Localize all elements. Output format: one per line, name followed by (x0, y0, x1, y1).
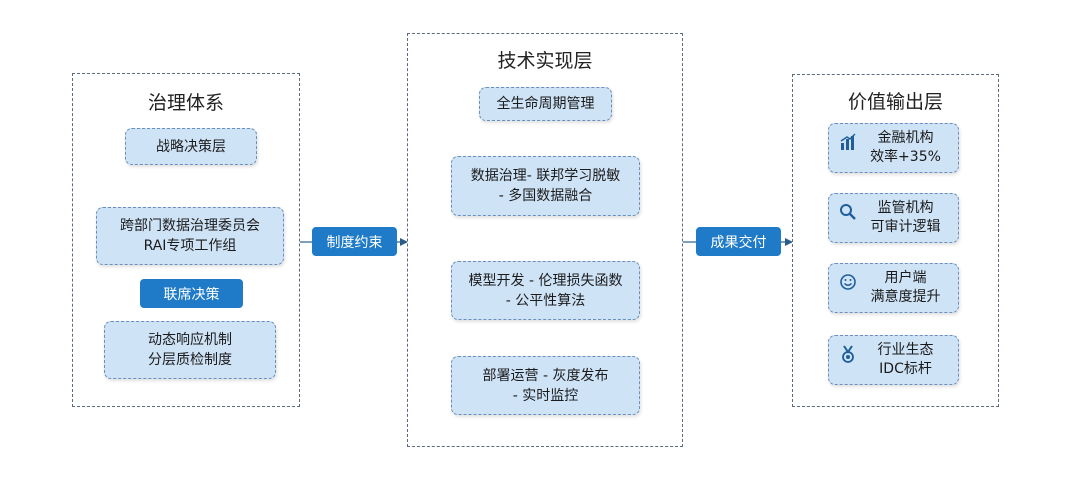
committee-box: 跨部门数据治理委员会 RAI专项工作组 (96, 207, 284, 265)
value-item-line2: IDC标杆 (879, 361, 932, 377)
value-item-line2: 效率+35% (870, 149, 941, 165)
institutional-constraint-label: 制度约束 (326, 234, 383, 251)
model-line2: - 公平性算法 (505, 292, 586, 309)
medal-icon (842, 345, 854, 363)
value-item-line1: 用户端 (884, 270, 927, 286)
response-box: 动态响应机制 分层质检制度 (104, 321, 276, 379)
joint-decision-tag: 联席决策 (140, 279, 243, 308)
data-line2: - 多国数据融合 (498, 188, 593, 204)
committee-line1: 跨部门数据治理委员会 (120, 218, 260, 234)
bar-chart-icon (840, 133, 856, 150)
value-item-regulator: 监管机构 可审计逻辑 (828, 193, 959, 243)
data-governance-box: 数据治理- 联邦学习脱敏 - 多国数据融合 (451, 156, 640, 216)
deploy-line1: 部署运营 - 灰度发布 (482, 367, 609, 384)
joint-decision-label: 联席决策 (163, 286, 220, 303)
delivery-label: 成果交付 (710, 234, 767, 251)
lifecycle-box: 全生命周期管理 (479, 87, 612, 121)
governance-title: 治理体系 (147, 92, 224, 114)
strategy-label: 战略决策层 (156, 138, 226, 155)
value-item-line1: 行业生态 (877, 342, 934, 358)
response-line1: 动态响应机制 (148, 332, 232, 348)
deploy-box: 部署运营 - 灰度发布 - 实时监控 (451, 356, 640, 415)
data-line1: 数据治理- 联邦学习脱敏 (470, 168, 621, 184)
lifecycle-label: 全生命周期管理 (496, 96, 595, 112)
delivery-tag: 成果交付 (696, 227, 781, 256)
model-line1: 模型开发 - 伦理损失函数 (468, 272, 623, 289)
value-item-line1: 监管机构 (877, 200, 934, 216)
value-item-line2: 可审计逻辑 (870, 219, 941, 235)
tech-title: 技术实现层 (497, 50, 593, 72)
deploy-line2: - 实时监控 (512, 387, 579, 404)
model-dev-box: 模型开发 - 伦理损失函数 - 公平性算法 (451, 261, 640, 320)
committee-line2: RAI专项工作组 (143, 238, 237, 254)
smiley-icon (840, 274, 856, 290)
value-title: 价值输出层 (847, 91, 943, 113)
institutional-constraint-tag: 制度约束 (312, 227, 397, 256)
value-item-line1: 金融机构 (877, 130, 934, 146)
magnifier-icon (840, 204, 856, 220)
value-item-industry: 行业生态 IDC标杆 (828, 335, 959, 385)
value-item-finance: 金融机构 效率+35% (828, 123, 959, 173)
value-item-user: 用户端 满意度提升 (828, 263, 959, 313)
strategy-box: 战略决策层 (125, 128, 257, 165)
response-line2: 分层质检制度 (148, 352, 232, 368)
value-item-line2: 满意度提升 (870, 289, 941, 305)
